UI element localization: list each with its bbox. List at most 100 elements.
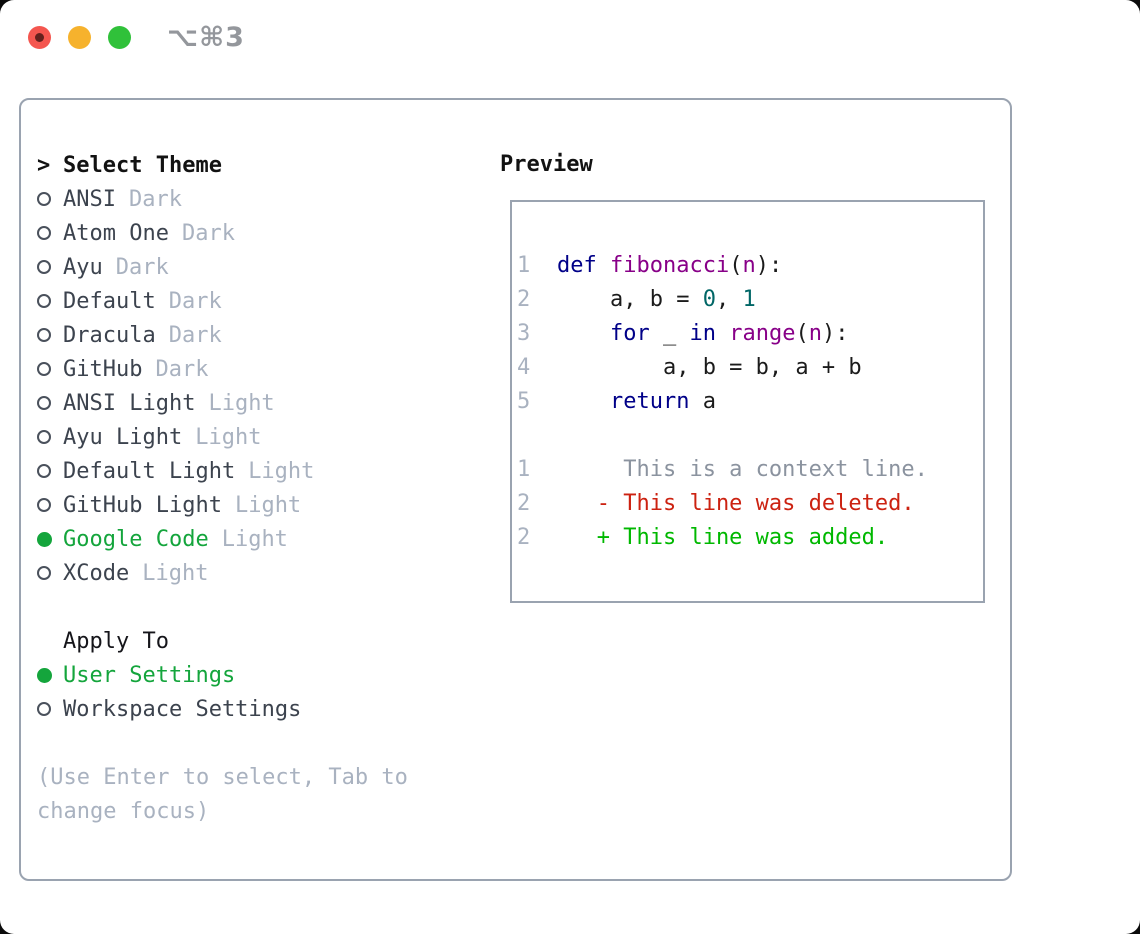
theme-variant-tag: Dark (181, 220, 235, 246)
apply-option-user-settings[interactable]: User Settings (37, 658, 487, 692)
line-number: 5 (517, 388, 531, 414)
apply-option-label: Workspace Settings (63, 696, 302, 722)
code-token-typ: fibonacci (610, 252, 730, 278)
diff-preview: 1 This is a context line. 2 - This line w… (512, 452, 983, 554)
theme-variant-tag: Dark (168, 322, 222, 348)
help-text-line2: change focus) (37, 798, 210, 824)
code-token-pun: ( (729, 252, 743, 278)
code-token-pln: a, b = b, a + b (557, 354, 862, 380)
line-number: 4 (517, 354, 531, 380)
theme-variant-tag: Dark (168, 288, 222, 314)
code-token-pun: , (715, 286, 730, 312)
code-token-pln (597, 253, 610, 278)
diff-line-ctx: 1 This is a context line. (512, 452, 983, 486)
theme-option-label: ANSI (63, 186, 116, 212)
code-token-pln: a, b = (557, 286, 703, 312)
diff-line-text: - This line was deleted. (557, 490, 915, 516)
apply-to-header-label: Apply To (63, 628, 169, 654)
theme-variant-tag: Light (195, 424, 262, 450)
code-token-pln (557, 321, 610, 346)
line-number: 2 (517, 286, 531, 312)
spacer (37, 590, 487, 624)
radio-selected-icon (37, 531, 52, 547)
theme-option-label: Ayu (63, 254, 103, 280)
code-token-pun: ( (795, 320, 809, 346)
theme-option-google-code[interactable]: Google Code Light (37, 522, 487, 556)
code-line: 5 return a (512, 384, 983, 418)
theme-option-default-light[interactable]: Default Light Light (37, 454, 487, 488)
apply-to-header: Apply To (37, 624, 487, 658)
code-token-kwd: def (557, 252, 597, 278)
radio-icon (37, 430, 51, 444)
theme-option-dracula[interactable]: Dracula Dark (37, 318, 487, 352)
code-token-kwd: in (689, 320, 716, 346)
theme-variant-tag: Dark (128, 186, 182, 212)
help-text: (Use Enter to select, Tab to change focu… (37, 760, 487, 828)
radio-icon (37, 226, 51, 240)
theme-variant-tag: Light (248, 458, 315, 484)
window-title: ⌥⌘3 (167, 22, 245, 53)
radio-icon (37, 362, 51, 376)
theme-option-label: GitHub Light (63, 492, 222, 518)
line-number: 2 (517, 524, 531, 550)
code-token-pun: ): (821, 320, 849, 346)
line-number: 1 (517, 252, 531, 278)
spacer (37, 726, 487, 760)
code-token-kwd: for (609, 320, 650, 346)
line-number: 1 (517, 456, 531, 482)
theme-option-label: Atom One (63, 220, 169, 246)
code-line: 3 for _ in range(n): (512, 316, 983, 350)
theme-variant-tag: Dark (155, 356, 209, 382)
zoom-button[interactable] (108, 26, 131, 49)
minimize-button[interactable] (68, 26, 91, 49)
code-line: 2 a, b = 0, 1 (512, 282, 983, 316)
theme-option-label: GitHub (63, 356, 143, 382)
theme-option-label: Google Code (63, 526, 209, 552)
code-token-lit: 0 (702, 286, 716, 312)
selection-cursor: > (37, 152, 51, 178)
code-token-pln: _ (649, 320, 690, 346)
theme-option-github[interactable]: GitHub Dark (37, 352, 487, 386)
code-token-kwd: return (609, 388, 690, 414)
theme-option-label: ANSI Light (63, 390, 196, 416)
theme-option-ansi[interactable]: ANSI Dark (37, 182, 487, 216)
diff-line-add: 2 + This line was added. (512, 520, 983, 554)
theme-variant-tag: Dark (115, 254, 169, 280)
theme-option-ayu[interactable]: Ayu Dark (37, 250, 487, 284)
theme-variant-tag: Light (221, 526, 288, 552)
radio-selected-icon (37, 667, 52, 683)
code-token-pln (729, 287, 742, 312)
diff-line-text: + This line was added. (557, 524, 889, 550)
code-token-typ: n (808, 320, 822, 346)
theme-option-ayu-light[interactable]: Ayu Light Light (37, 420, 487, 454)
radio-icon (37, 192, 51, 206)
radio-icon (37, 498, 51, 512)
preview-header: Preview (500, 152, 593, 177)
theme-variant-tag: Light (234, 492, 302, 518)
theme-option-label: Dracula (63, 322, 156, 348)
radio-icon (37, 702, 51, 716)
theme-option-ansi-light[interactable]: ANSI Light Light (37, 386, 487, 420)
select-theme-header-label: Select Theme (63, 152, 222, 178)
theme-option-github-light[interactable]: GitHub Light Light (37, 488, 487, 522)
apply-option-label: User Settings (63, 662, 236, 688)
code-token-pun: ): (755, 252, 783, 278)
close-button[interactable] (28, 26, 51, 49)
theme-option-label: Default Light (63, 458, 236, 484)
line-number: 2 (517, 490, 531, 516)
theme-option-label: Ayu Light (63, 424, 183, 450)
diff-line-text: This is a context line. (557, 456, 928, 482)
theme-option-atom-one[interactable]: Atom One Dark (37, 216, 487, 250)
theme-variant-tag: Light (208, 390, 275, 416)
apply-option-workspace-settings[interactable]: Workspace Settings (37, 692, 487, 726)
radio-icon (37, 294, 51, 308)
code-line: 4 a, b = b, a + b (512, 350, 983, 384)
